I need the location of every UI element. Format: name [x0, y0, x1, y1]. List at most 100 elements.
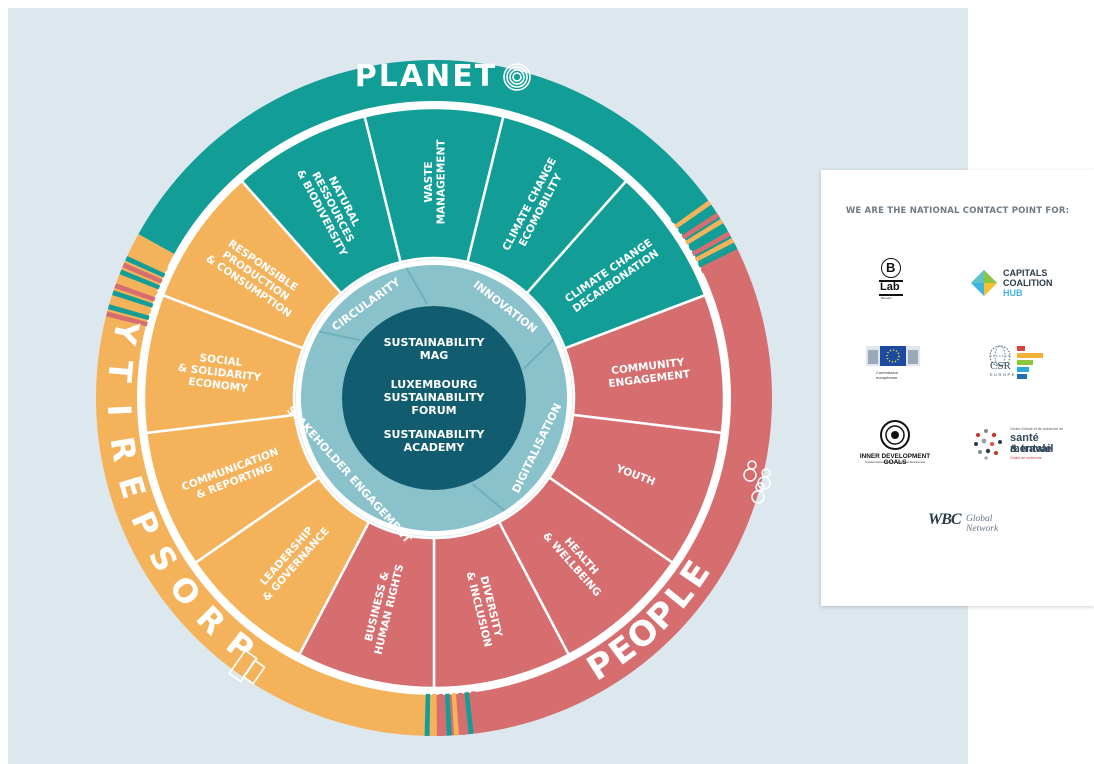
- prosperity-title-letter: T: [100, 359, 140, 384]
- center-mag-line: MAG: [420, 349, 449, 362]
- color-stripe: [107, 304, 150, 321]
- color-stripe: [438, 693, 445, 736]
- csr-bars-icon: [1017, 346, 1043, 382]
- inner-ring-arrow: [318, 330, 361, 342]
- b-lab-rule-2: [879, 294, 903, 296]
- b-lab-sub: Benelux: [881, 296, 892, 300]
- center-academy-line: ACADEMY: [404, 441, 466, 454]
- buildings-icon: [228, 649, 266, 685]
- ring-icons: [228, 63, 771, 685]
- color-stripe: [451, 693, 460, 736]
- sante-dots-icon: [974, 429, 1002, 460]
- color-stripe: [116, 276, 158, 296]
- color-stripe: [681, 212, 720, 240]
- color-stripe: [464, 691, 474, 735]
- contact-point-card: WE ARE THE NATIONAL CONTACT POINT FOR: B…: [821, 170, 1094, 606]
- inner-ring-arrow: [471, 483, 506, 512]
- b-lab-circle: [881, 258, 901, 278]
- center-forum-line: FORUM: [411, 404, 456, 417]
- b-lab-rule: [879, 280, 903, 282]
- idg-title: INNER DEVELOPMENT GOALS: [859, 453, 931, 467]
- center-academy-line: SUSTAINABILITY: [384, 428, 486, 441]
- color-stripe: [119, 269, 161, 290]
- wbc-line-2: Network: [966, 524, 999, 534]
- center-circle: [342, 306, 526, 490]
- color-stripe: [670, 194, 707, 224]
- color-stripe: [457, 692, 467, 735]
- csr-name: CSR: [990, 360, 1011, 372]
- csr-globe-icon: [989, 345, 1011, 367]
- inner-ring-arrow: [405, 267, 429, 305]
- csr-europe-logo[interactable]: CSR EUROPE: [984, 344, 1054, 384]
- color-stripe: [688, 225, 728, 251]
- label-line: WASTE: [423, 161, 435, 202]
- inner-ring-arrow: [522, 338, 555, 370]
- label-line: MANAGEMENT: [435, 139, 447, 225]
- capitals-line-3: HUB: [1003, 288, 1023, 298]
- ec-line-1: Commission: [876, 370, 899, 375]
- planet-ring: [138, 59, 736, 264]
- center-mag-line: SUSTAINABILITY: [384, 336, 486, 349]
- wbc-global-network-logo[interactable]: WBC Global Network: [928, 508, 1014, 542]
- center-forum-line: SUSTAINABILITY: [384, 391, 486, 404]
- color-stripe: [674, 200, 712, 229]
- b-lab-letter: B: [886, 260, 896, 275]
- color-stripe: [114, 283, 156, 302]
- ring-separator: [137, 101, 731, 695]
- center-text: SUSTAINABILITYMAGLUXEMBOURGSUSTAINABILIT…: [384, 336, 486, 454]
- center-forum-line: LUXEMBOURG: [391, 378, 478, 391]
- planet-title: PLANET: [355, 59, 497, 94]
- b-lab-logo[interactable]: B Lab Benelux: [871, 258, 911, 304]
- sante-line-1: santé mentale: [1010, 432, 1052, 455]
- sante-top: Centre d'étude et de recherche en: [1010, 427, 1064, 431]
- inner-development-goals-logo[interactable]: INNER DEVELOPMENT GOALS Transformational…: [849, 419, 941, 467]
- sante-sub: Chaire de recherche: [1010, 456, 1042, 460]
- csr-sub: EUROPE: [990, 372, 1016, 377]
- color-stripe: [431, 693, 437, 736]
- color-stripe: [691, 231, 731, 257]
- sante-line-2: & travail: [1010, 443, 1054, 455]
- outer-ring: [95, 59, 772, 737]
- european-commission-logo[interactable]: Commission européenne: [864, 342, 922, 382]
- people-group-icon: [743, 460, 771, 504]
- color-stripe: [128, 249, 169, 272]
- color-stripe: [109, 297, 152, 314]
- theme-segments: [142, 106, 726, 690]
- color-stripe: [685, 218, 724, 245]
- capitals-diamond-icon: [971, 270, 997, 296]
- capitals-line-1: CAPITALS: [1003, 268, 1048, 278]
- prosperity-ring: [95, 234, 434, 737]
- wbc-line-1: Global: [966, 514, 993, 524]
- idg-sub: Transformational Skills for Sustainable …: [864, 461, 926, 464]
- color-stripe: [700, 251, 741, 274]
- sante-mentale-logo[interactable]: Centre d'étude et de recherche en santé …: [972, 425, 1082, 467]
- b-lab-word: Lab: [880, 281, 900, 293]
- color-stripe: [106, 311, 148, 327]
- capitals-coalition-logo[interactable]: CAPITALS COALITION HUB: [969, 266, 1069, 306]
- color-stripe: [470, 691, 482, 734]
- capitals-line-2: COALITION: [1003, 278, 1053, 288]
- prosperity-title-letter: I: [100, 404, 138, 417]
- wbc-mark: WBC: [928, 511, 962, 528]
- color-stripe: [697, 244, 738, 268]
- card-heading: WE ARE THE NATIONAL CONTACT POINT FOR:: [845, 206, 1070, 216]
- color-stripe: [424, 693, 431, 736]
- segment-natural: [239, 114, 403, 295]
- idg-circle-icon: [880, 420, 910, 450]
- people-ring: [434, 244, 772, 736]
- label-line: SOCIAL: [199, 352, 243, 369]
- color-stripe: [677, 206, 716, 234]
- color-stripes: [106, 194, 741, 736]
- color-stripe: [112, 290, 154, 308]
- ec-building-icon: [866, 346, 920, 366]
- ec-line-2: européenne: [876, 375, 898, 380]
- prosperity-title-letter: R: [102, 434, 143, 464]
- fingerprint-icon: [503, 63, 531, 91]
- color-stripe: [445, 693, 452, 736]
- color-stripe: [122, 262, 163, 284]
- color-stripe: [694, 238, 735, 262]
- color-stripe: [125, 255, 166, 278]
